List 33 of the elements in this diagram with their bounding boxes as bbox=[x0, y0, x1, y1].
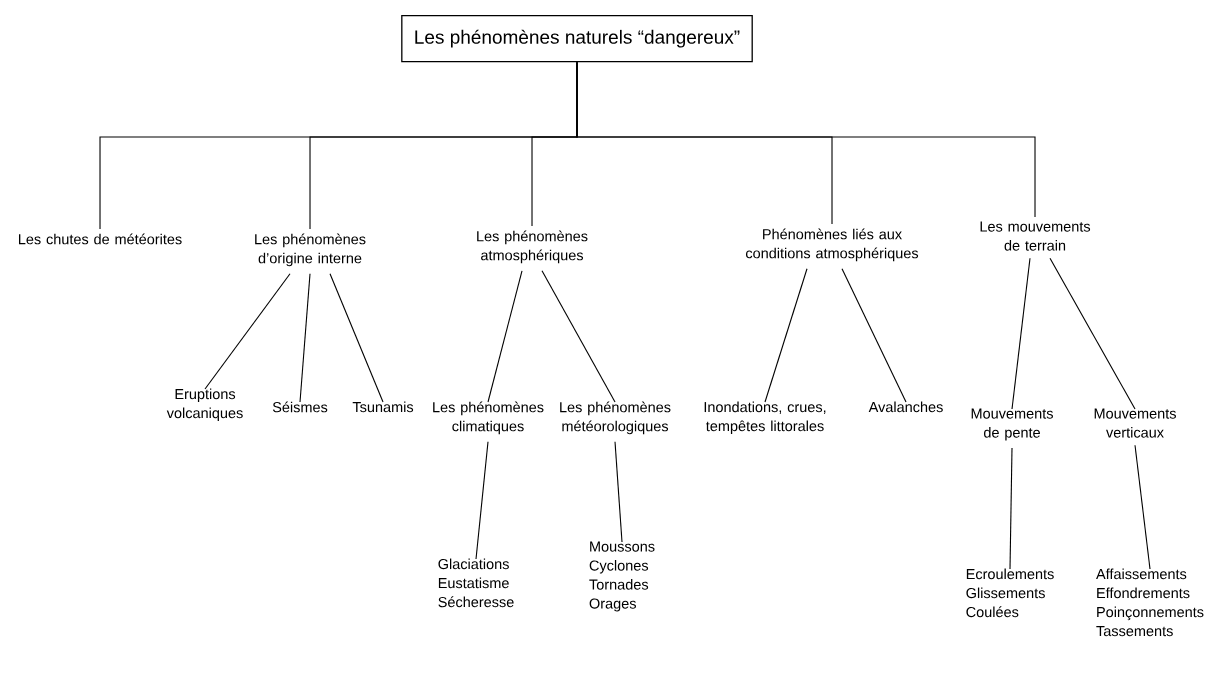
title-box: Les phénomènes naturels “dangereux” bbox=[401, 15, 753, 63]
connector-line bbox=[541, 270, 616, 403]
connector-line bbox=[614, 441, 623, 543]
connector-line bbox=[329, 273, 384, 403]
connector-line bbox=[1049, 257, 1136, 410]
category-label: Avalanches bbox=[868, 401, 943, 413]
connector-line bbox=[204, 273, 291, 390]
category-label: Mouvements de pente bbox=[971, 408, 1053, 441]
connector-line bbox=[1134, 444, 1151, 570]
category-label: Les phénomènes météorologiques bbox=[560, 401, 671, 435]
category-label: Les phénomènes d’origine interne bbox=[255, 233, 366, 267]
category-label: Phénomènes liés aux conditions atmosphériques bbox=[745, 228, 919, 262]
connector-line bbox=[475, 441, 489, 560]
category-label: Les phénomènes climatiques bbox=[433, 401, 544, 435]
connector-line bbox=[1011, 257, 1031, 410]
category-label: Les mouvements de terrain bbox=[980, 221, 1091, 251]
connector-line bbox=[841, 268, 907, 403]
connector-line bbox=[576, 61, 1036, 218]
item-list: Glaciations Eustatisme Sécheresse bbox=[438, 558, 514, 608]
category-label: Eruptions volcaniques bbox=[166, 388, 243, 422]
item-list: Affaissements Effondrements Poinçonnements Tassements bbox=[1096, 568, 1204, 637]
connector-line bbox=[764, 268, 808, 403]
connector-line bbox=[299, 273, 311, 403]
category-label: Séismes bbox=[272, 401, 328, 413]
category-label: Mouvements verticaux bbox=[1094, 408, 1176, 438]
connector-line bbox=[1009, 447, 1013, 570]
category-label: Les chutes de météorites bbox=[19, 233, 182, 245]
item-list: Ecroulements Glissements Coulées bbox=[966, 568, 1054, 618]
item-list: Moussons Cyclones Tornades Orages bbox=[589, 541, 655, 612]
category-label: Les phénomènes atmosphériques bbox=[477, 230, 588, 264]
category-label: Tsunamis bbox=[352, 401, 414, 413]
category-label: Inondations, crues, tempêtes littorales bbox=[704, 401, 826, 435]
connector-line bbox=[487, 270, 523, 403]
